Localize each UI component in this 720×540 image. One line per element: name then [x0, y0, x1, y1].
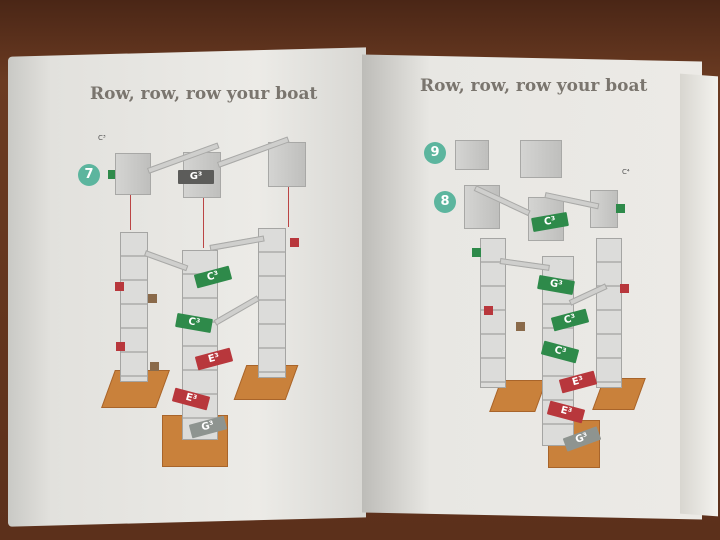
- string: [288, 187, 289, 227]
- step-number: 7: [78, 164, 100, 186]
- start-block: [455, 140, 489, 170]
- string: [130, 195, 131, 230]
- tower: [120, 232, 148, 382]
- note-tag: G³: [178, 170, 214, 184]
- start-block: [520, 140, 562, 178]
- green-knob: [108, 170, 117, 179]
- red-knob: [115, 282, 124, 291]
- right-page: [362, 54, 702, 520]
- brown-knob: [150, 362, 159, 371]
- green-knob: [472, 248, 481, 257]
- left-page-title: Row, row, row your boat: [90, 84, 318, 104]
- brown-knob: [516, 322, 525, 331]
- red-knob: [620, 284, 629, 293]
- red-knob: [290, 238, 299, 247]
- step-number: 9: [424, 142, 446, 164]
- brown-knob: [148, 294, 157, 303]
- block: [268, 142, 306, 187]
- string: [203, 198, 204, 248]
- block: [115, 153, 151, 195]
- step-number: 8: [434, 191, 456, 213]
- green-knob: [616, 204, 625, 213]
- page-edges: [680, 73, 718, 517]
- right-page-title: Row, row, row your boat: [420, 76, 648, 96]
- tower: [258, 228, 286, 378]
- red-knob: [484, 306, 493, 315]
- tower: [596, 238, 622, 388]
- note-label: C³: [98, 134, 106, 142]
- note-label: C⁴: [622, 168, 630, 176]
- block: [590, 190, 618, 228]
- red-knob: [116, 342, 125, 351]
